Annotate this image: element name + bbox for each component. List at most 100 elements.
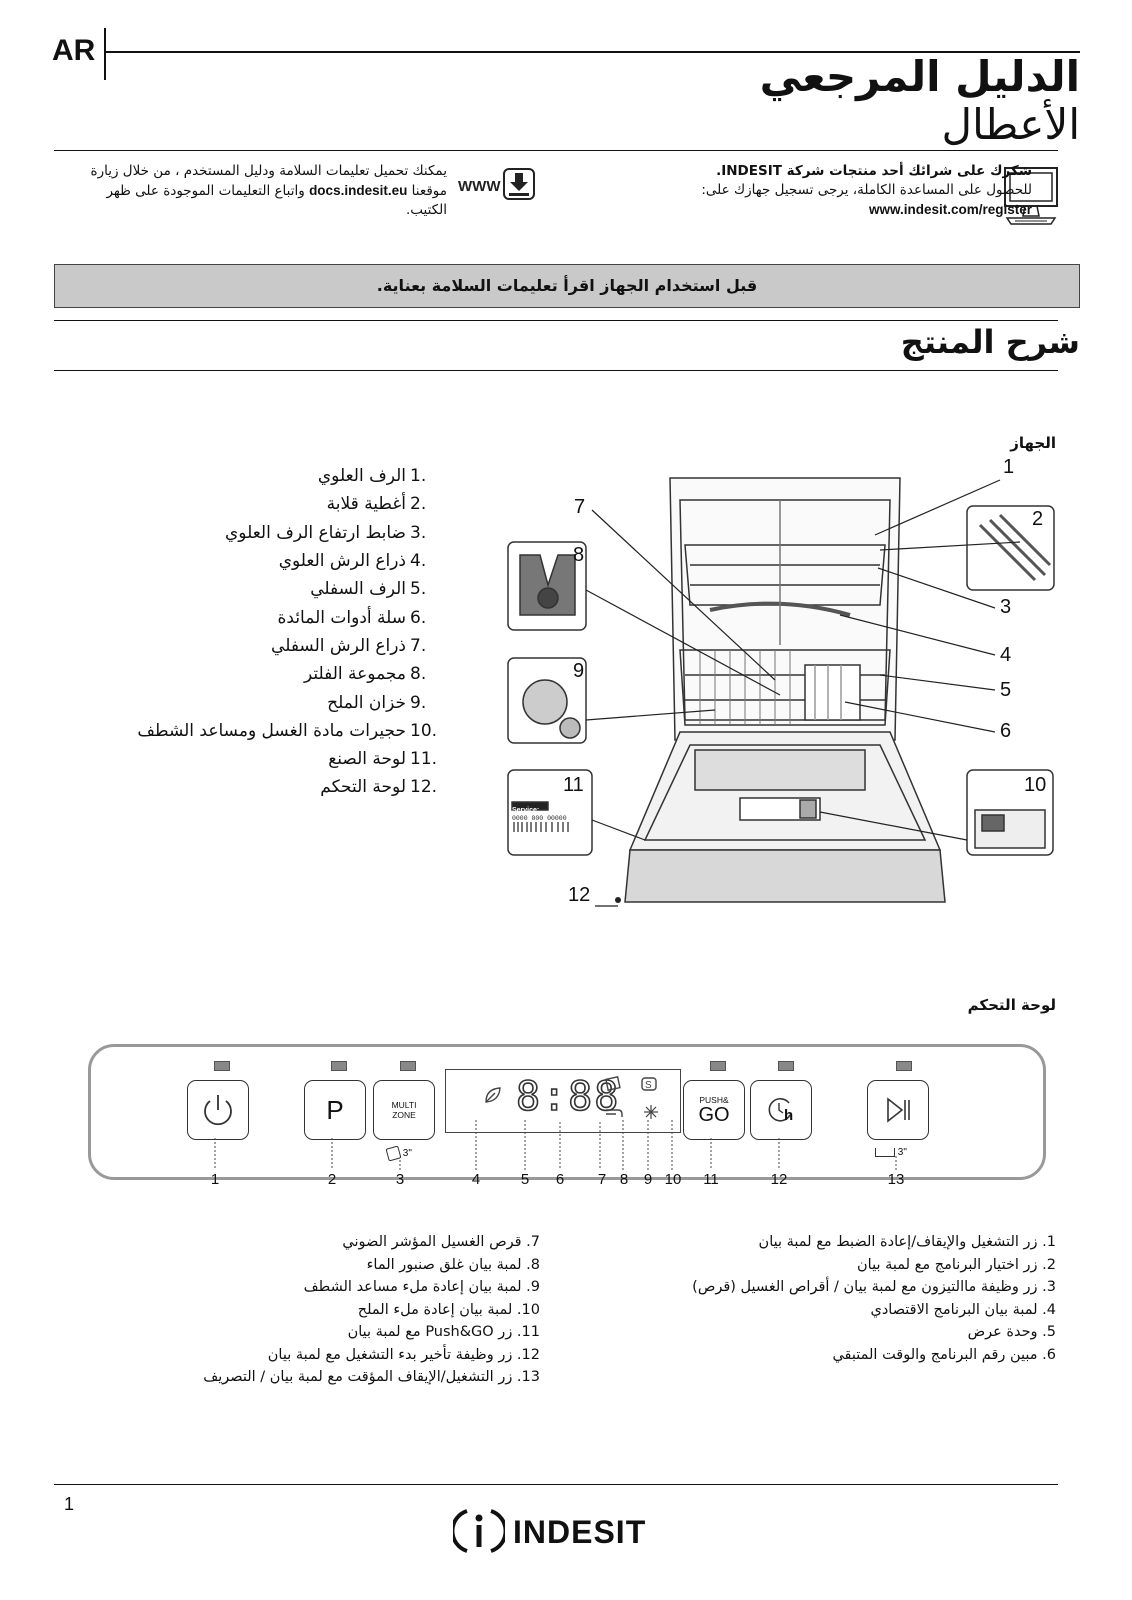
dishwasher-diagram: Service: 0000 000 00000 1 2 3 4 5 6 7 8 … [500,456,1080,940]
panel-leader-lines [214,1120,897,1170]
page-subtitle: الأعطال [941,100,1080,149]
led-indicator [710,1061,726,1071]
brand-wordmark: INDESIT [513,1514,647,1550]
section-rule-bottom [54,370,1058,371]
panel-number: 12 [770,1171,788,1188]
led-indicator [778,1061,794,1071]
play-pause-icon [887,1097,910,1123]
list-item: 2. زر اختيار البرنامج مع لمبة بيان [857,1256,1056,1273]
delay-clock-icon [768,1097,791,1122]
control-legend-right: 1. زر التشغيل والإيقاف/إعادة الضبط مع لم… [586,1231,1056,1366]
list-item: 7.ذراع الرش السفلي [271,635,427,656]
multizone-hold-hint: 3" [385,1145,412,1162]
list-item: 1. زر التشغيل والإيقاف/إعادة الضبط مع لم… [758,1234,1056,1250]
callout-11: 11 [563,774,584,796]
panel-number: 1 [210,1171,220,1188]
multizone-button[interactable]: MULTI ZONE [373,1080,435,1140]
program-button[interactable]: P [304,1080,366,1140]
power-icon [204,1095,232,1126]
rinse-aid-icon [644,1105,658,1119]
list-item: 9. لمبة بيان إعادة ملء مساعد الشطف [303,1279,540,1295]
divider [54,150,1058,151]
callout-10: 10 [1024,774,1047,796]
water-tap-icon [606,1109,623,1117]
docs-line1: يمكنك تحميل تعليمات السلامة ودليل المستخ… [90,163,447,179]
eco-leaf-icon [485,1087,501,1103]
brand-logo: INDESIT [453,1506,673,1556]
drain-icon [875,1147,895,1157]
list-item: 9.خزان الملح [327,692,427,713]
power-button[interactable] [187,1080,249,1140]
list-item: 12.لوحة التحكم [320,777,438,798]
docs-line2: موقعنا docs.indesit.eu واتباع التعليمات … [106,183,447,199]
list-item: 7. قرص الغسيل المؤشر الضوني [342,1234,540,1250]
footer-rule [54,1484,1058,1485]
control-panel-title: لوحة التحكم [967,996,1056,1014]
panel-number: 6 [555,1171,565,1188]
callout-3: 3 [1000,596,1012,618]
callout-5: 5 [1000,679,1012,701]
callout-6: 6 [1000,720,1012,742]
led-indicator [331,1061,347,1071]
panel-number: 4 [471,1171,481,1188]
list-item: 5.الرف السفلي [310,579,427,600]
panel-number: 7 [597,1171,607,1188]
safety-banner: قبل استخدام الجهاز اقرأ تعليمات السلامة … [54,264,1080,308]
led-indicator [896,1061,912,1071]
list-item: 4.ذراع الرش العلوي [278,551,427,572]
page-number: 1 [64,1494,75,1514]
list-item: 3.ضابط ارتفاع الرف العلوي [224,522,427,543]
page-title: الدليل المرجعي [759,52,1080,101]
delay-start-button[interactable]: h [750,1080,812,1140]
callout-2: 2 [1032,508,1044,530]
tablet-indicator-icon [605,1076,621,1091]
list-item: 10.حجيرات مادة الغسل ومساعد الشطف [137,720,438,741]
control-legend-left: 7. قرص الغسيل المؤشر الضوني 8. لمبة بيان… [120,1231,540,1389]
panel-number: 9 [643,1171,653,1188]
docs-line3: الكتيب. [405,202,447,218]
led-indicator [400,1061,416,1071]
list-item: 5. وحدة عرض [967,1324,1056,1340]
list-item: 1.الرف العلوي [317,466,427,487]
led-indicator [214,1061,230,1071]
start-pause-button[interactable] [867,1080,929,1140]
callout-8: 8 [573,544,585,566]
list-item: 11.لوحة الصنع [328,749,438,770]
list-item: 6.سلة أدوات المائدة [277,607,427,628]
header-rule [106,51,1080,53]
panel-number: 3 [395,1171,405,1188]
callout-4: 4 [1000,644,1012,666]
list-item: 4. لمبة بيان البرنامج الاقتصادي [870,1301,1056,1318]
language-divider [104,28,106,80]
appliance-label: الجهاز [1010,434,1056,452]
list-item: 10. لمبة بيان إعادة ملء الملح [357,1301,540,1318]
register-link[interactable]: www.indesit.com/register [868,202,1032,217]
callout-7: 7 [574,496,586,518]
panel-number: 2 [327,1171,337,1188]
push-go-button[interactable]: PUSH& GO [683,1080,745,1140]
list-item: 8. لمبة بيان غلق صنبور الماء [366,1256,540,1273]
list-item: 12. زر وظيفة تأخير بدء التشغيل مع لمبة ب… [267,1346,540,1363]
panel-number: 10 [664,1171,682,1188]
callout-1: 1 [1003,456,1015,478]
list-item: 8.مجموعة الفلتر [304,664,427,685]
list-item: 6. مبين رقم البرنامج والوقت المتبقي [832,1346,1056,1363]
svg-text:WWW: WWW [458,178,501,195]
list-item: 13. زر التشغيل/الإيقاف المؤقت مع لمبة بي… [203,1369,540,1385]
monitor-icon [1003,166,1059,232]
drain-hold-hint: 3" [875,1147,907,1158]
panel-number: 13 [887,1171,905,1188]
docs-info: يمكنك تحميل تعليمات السلامة ودليل المستخ… [62,162,447,220]
program-time-readout: 8:88 [515,1074,621,1120]
docs-site-link[interactable]: docs.indesit.eu [309,183,408,198]
panel-number: 11 [703,1171,719,1188]
list-item: 3. زر وظيفة ماالتيزون مع لمبة بيان / أقر… [692,1279,1056,1295]
indesit-logo-icon [453,1509,505,1553]
section-title-product: شرح المنتج [900,323,1080,361]
callout-12: 12 [568,884,591,906]
salt-indicator-icon: S [641,1077,657,1091]
download-www-icon: WWW [458,166,538,206]
display-unit: 8:88 S [445,1069,681,1133]
callout-9: 9 [573,660,585,682]
list-item: 2.أغطية قلابة [326,494,427,515]
